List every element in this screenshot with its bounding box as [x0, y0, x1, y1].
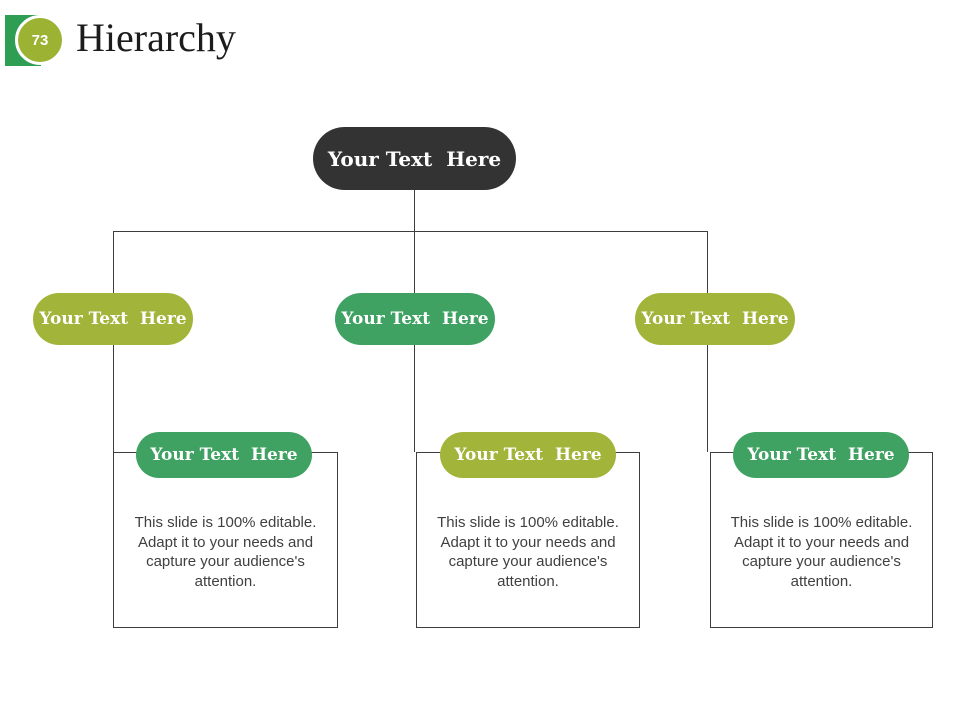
level3-node-label: Your Text Here: [150, 445, 298, 465]
level2-node-right[interactable]: Your Text Here: [635, 293, 795, 345]
level3-node-right[interactable]: Your Text Here: [733, 432, 909, 478]
card-body-text: This slide is 100% editable. Adapt it to…: [437, 514, 619, 590]
card-body-text: This slide is 100% editable. Adapt it to…: [730, 514, 913, 590]
page-number: 73: [31, 31, 49, 49]
level3-node-left[interactable]: Your Text Here: [136, 432, 312, 478]
level3-card-middle[interactable]: This slide is 100% editable. Adapt it to…: [416, 452, 640, 628]
level2-node-label: Your Text Here: [39, 309, 187, 329]
level2-node-label: Your Text Here: [341, 309, 489, 329]
level2-node-label: Your Text Here: [641, 309, 789, 329]
slide-number-badge: 73: [15, 15, 65, 65]
level3-card-left[interactable]: This slide is 100% editable. Adapt it to…: [113, 452, 338, 628]
level2-node-middle[interactable]: Your Text Here: [335, 293, 495, 345]
root-node-label: Your Text Here: [327, 146, 502, 171]
level3-card-right[interactable]: This slide is 100% editable. Adapt it to…: [710, 452, 933, 628]
slide-title[interactable]: Hierarchy: [76, 15, 236, 60]
level2-node-left[interactable]: Your Text Here: [33, 293, 193, 345]
card-body-text: This slide is 100% editable. Adapt it to…: [134, 514, 317, 590]
level3-node-middle[interactable]: Your Text Here: [440, 432, 616, 478]
level3-node-label: Your Text Here: [747, 445, 895, 465]
root-node[interactable]: Your Text Here: [313, 127, 516, 190]
connector-horizontal-line: [113, 231, 708, 232]
level3-node-label: Your Text Here: [454, 445, 602, 465]
